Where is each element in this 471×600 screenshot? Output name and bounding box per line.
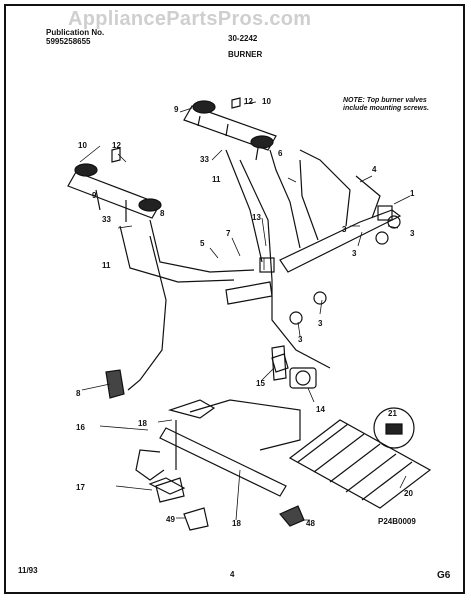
footer-date: 11/93	[18, 566, 38, 575]
part-label-5: 5	[200, 239, 205, 248]
part-label-33b: 33	[102, 215, 111, 224]
part-label-14: 14	[316, 405, 325, 414]
part-label-15: 15	[256, 379, 265, 388]
part-label-18b: 18	[232, 519, 241, 528]
left-burner-assembly	[67, 163, 162, 222]
section-title: BURNER	[228, 50, 263, 59]
watermark: AppliancePartsPros.com	[68, 8, 312, 30]
part-label-6: 6	[278, 149, 283, 158]
part-label-9b: 9	[92, 191, 97, 200]
part-label-3c: 3	[318, 319, 323, 328]
note-line-1: NOTE: Top burner valves	[343, 97, 427, 104]
part-label-3a: 3	[410, 229, 415, 238]
part-label-21: 21	[388, 409, 397, 418]
oven-baffle	[288, 419, 432, 509]
part-label-9: 9	[174, 105, 179, 114]
regulator	[289, 367, 317, 389]
part-label-7: 7	[226, 229, 231, 238]
publication-number: 5995258655	[46, 37, 91, 46]
part-label-18: 18	[138, 419, 147, 428]
part-8-ignitor	[105, 369, 125, 399]
gas-manifold	[279, 209, 402, 273]
drawing-id: P24B0009	[378, 517, 416, 526]
part-label-3b: 3	[352, 249, 357, 258]
part-label-2: 3	[342, 225, 347, 234]
part-label-12b: 12	[112, 141, 121, 150]
part-label-11: 11	[212, 175, 221, 184]
nut-detail-circle	[373, 407, 415, 449]
part-label-13: 13	[252, 213, 261, 222]
part-label-10b: 10	[78, 141, 87, 150]
part-label-4: 4	[372, 165, 377, 174]
footer-sheet: G6	[437, 570, 451, 581]
part-label-1: 1	[410, 189, 415, 198]
footer-page: 4	[230, 570, 235, 579]
oven-burner-tube	[159, 427, 287, 497]
part-label-3d: 3	[298, 335, 303, 344]
part-callouts: 9 12 10 33 11 10 12 9 33 8 11 6 4 1 3 3 …	[76, 97, 416, 528]
part-label-16: 16	[76, 423, 85, 432]
part-label-48: 48	[306, 519, 315, 528]
model-number: 30-2242	[228, 34, 258, 43]
part-label-12: 12	[244, 97, 253, 106]
part-label-8: 8	[160, 209, 165, 218]
part-label-17: 17	[76, 483, 85, 492]
part-label-11b: 11	[102, 261, 111, 270]
part-label-49: 49	[166, 515, 175, 524]
note-line-2: include mounting screws.	[343, 105, 429, 112]
rear-burner-assembly	[183, 100, 277, 161]
note-text: NOTE: Top burner valves include mounting…	[343, 97, 429, 113]
part-label-33: 33	[200, 155, 209, 164]
page-border	[4, 4, 465, 594]
part-label-10: 10	[262, 97, 271, 106]
publication-label: Publication No.	[46, 28, 105, 37]
part-label-20: 20	[404, 489, 413, 498]
part-label-8b: 8	[76, 389, 81, 398]
